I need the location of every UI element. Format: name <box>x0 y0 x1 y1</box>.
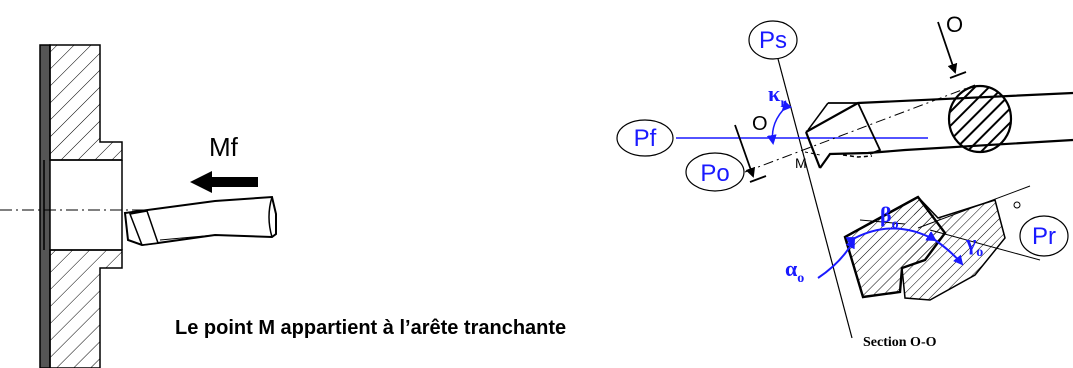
section-arrow-top <box>937 21 967 79</box>
gamma-arc <box>925 231 964 266</box>
top-tool <box>804 84 1073 169</box>
plane-pf: Pf <box>616 119 674 157</box>
section-arrow-left <box>734 124 767 183</box>
shank-section <box>947 84 1013 154</box>
section-marker-left: O <box>752 113 768 135</box>
plane-pf-label: Pf <box>634 125 657 152</box>
plane-ps-label: Ps <box>759 27 787 54</box>
feed-label: Mf <box>209 132 239 162</box>
ps-line <box>772 39 853 339</box>
plane-pr-label: Pr <box>1032 223 1056 250</box>
section-caption: Section O-O <box>863 335 937 350</box>
beta-label: βo <box>880 202 899 232</box>
kappa-label: κr <box>768 81 786 111</box>
caption: Le point M appartient à l’arête tranchan… <box>175 317 566 339</box>
feed-arrow <box>190 171 258 193</box>
point-label-m: M <box>795 155 807 171</box>
alpha-label: αo <box>785 256 804 286</box>
plane-po: Po <box>685 152 745 192</box>
gamma-label: γo <box>965 230 983 260</box>
pr-line <box>917 185 1031 229</box>
workpiece-section <box>39 44 123 368</box>
plane-po-label: Po <box>700 160 729 187</box>
plane-pr: Pr <box>1019 215 1069 257</box>
plane-ps: Ps <box>748 20 798 60</box>
section-marker-top: O <box>946 12 963 37</box>
kappa-arc <box>766 100 793 145</box>
left-tool <box>123 195 277 247</box>
